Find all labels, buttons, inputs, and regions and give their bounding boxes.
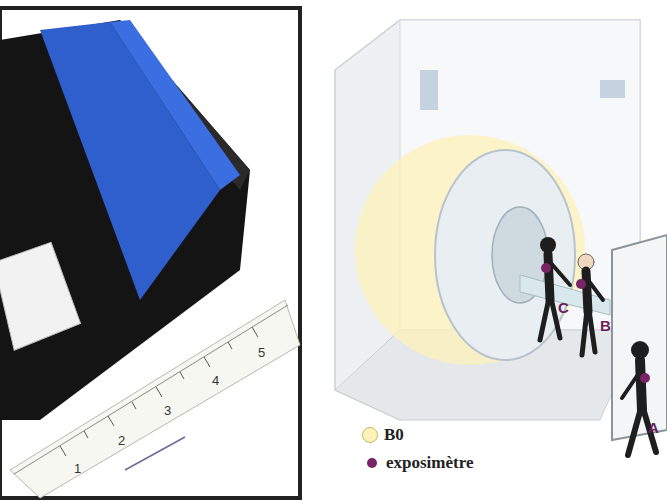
- person-letter: B: [600, 318, 611, 333]
- ruler-number: 3: [164, 404, 171, 417]
- person: [622, 341, 656, 455]
- mri-scanner: [435, 150, 575, 360]
- person-letter: C: [558, 300, 569, 315]
- person: [578, 254, 603, 355]
- ruler-number: 1: [74, 462, 81, 475]
- legend-text: exposimètre: [386, 454, 474, 471]
- legend-swatch: [367, 458, 377, 468]
- dosimeter-box: [0, 20, 250, 420]
- ruler-number: 2: [118, 434, 125, 447]
- legend-swatch: [362, 427, 378, 443]
- mri-room: [335, 20, 667, 440]
- exposimeter-dot: [541, 263, 650, 383]
- ruler-number: 5: [258, 346, 265, 359]
- ruler-number: 4: [212, 374, 219, 387]
- legend-text: B0: [384, 426, 404, 443]
- b0-field: [355, 135, 585, 365]
- person-letter: A: [648, 420, 659, 435]
- person: [540, 237, 570, 340]
